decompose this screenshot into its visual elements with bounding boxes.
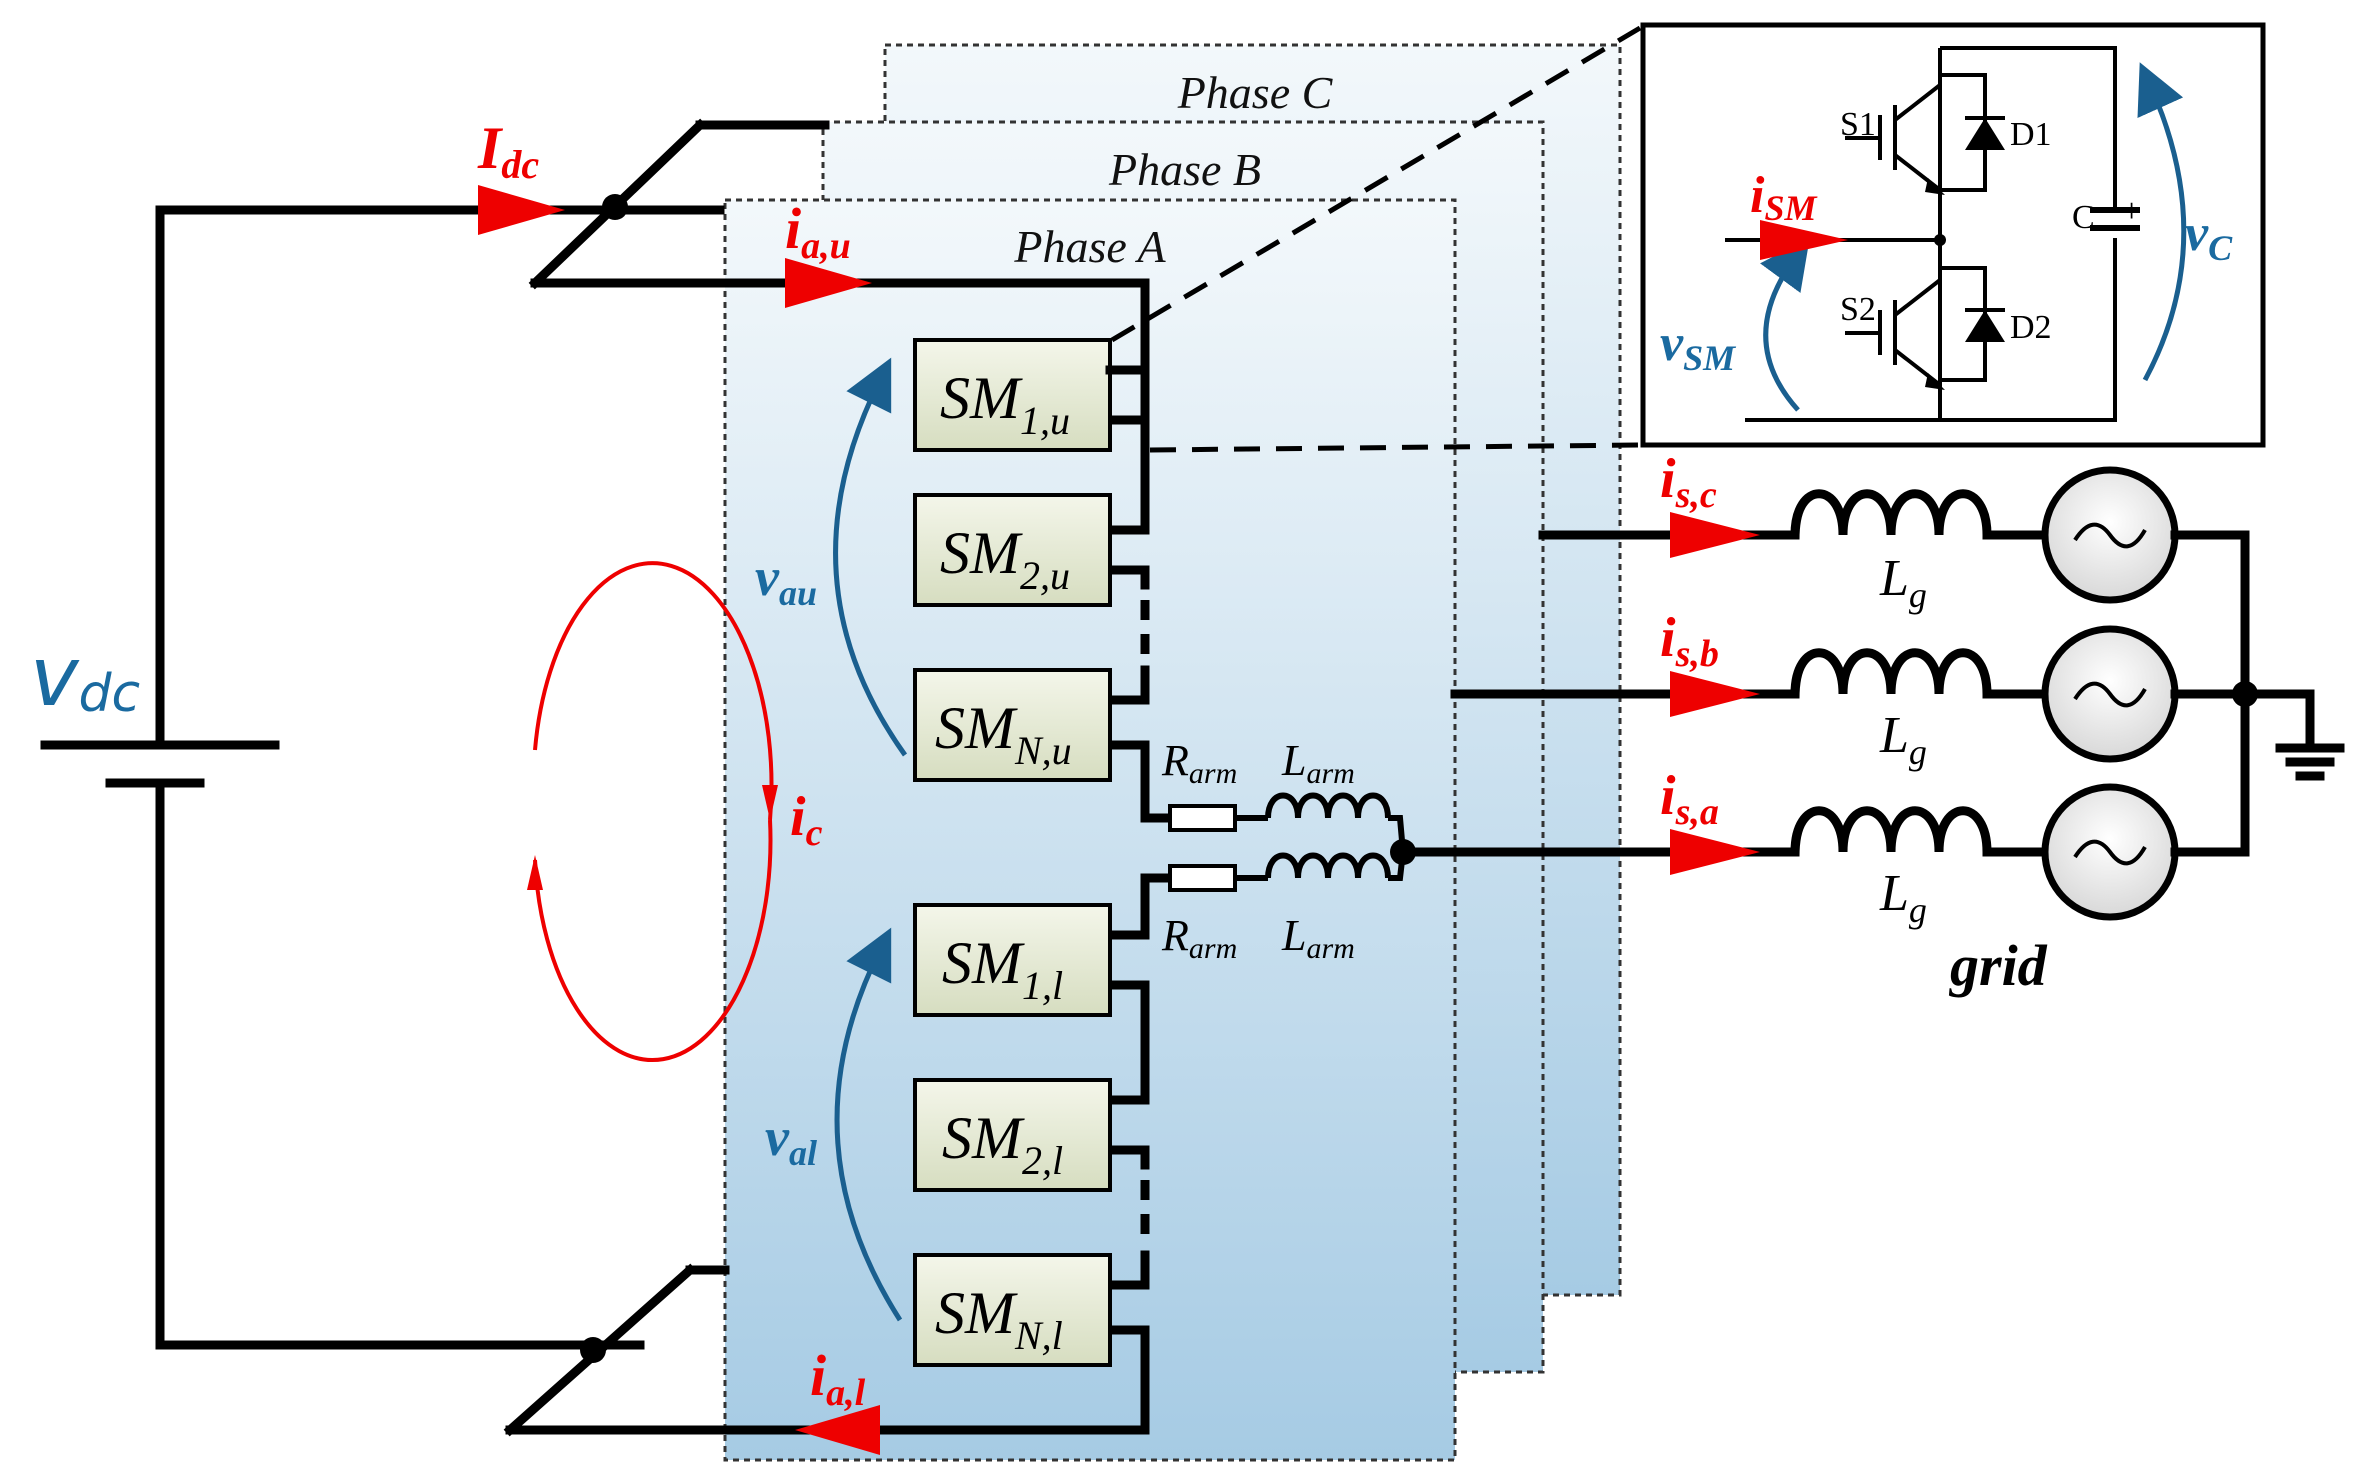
d2-label: D2 [2010, 309, 2052, 346]
rarm-upper-label: Rarm [1161, 736, 1237, 790]
iau-arrow [785, 258, 872, 308]
capacitor-plus: + [2122, 193, 2141, 230]
vau-arrow [833, 357, 908, 757]
s1-label: S1 [1840, 106, 1876, 143]
isa-label: is,a [1660, 765, 1719, 833]
isb-label: is,b [1660, 607, 1719, 675]
capacitor-label: C [2072, 199, 2095, 236]
isb-arrow [1670, 671, 1760, 717]
circulating-current-loop [527, 561, 778, 1062]
vdc-label: vdc [30, 630, 140, 725]
submodule-detail-box: S1 S2 D1 D2 C + [1640, 22, 2266, 448]
isc-arrow [1670, 512, 1760, 558]
upper-arm-impedance [1168, 792, 1406, 853]
ial-arrow [795, 1405, 880, 1455]
phase-c-label: Phase C [1177, 67, 1334, 118]
svg-text:SMN,l: SMN,l [935, 1280, 1063, 1358]
submodule-nl: SMN,l [913, 1253, 1112, 1367]
d1-label: D1 [2010, 116, 2052, 153]
svg-text:SM1,u: SM1,u [940, 365, 1070, 443]
isc-label: is,c [1660, 448, 1717, 516]
larm-upper-label: Larm [1281, 736, 1355, 790]
svg-text:SM2,l: SM2,l [942, 1105, 1063, 1183]
grid-label: grid [1948, 933, 2048, 998]
idc-arrow [478, 185, 565, 235]
submodule-1l: SM1,l [913, 903, 1112, 1017]
isa-arrow [1670, 829, 1760, 875]
lg-b-label: Lg [1879, 707, 1927, 772]
s2-label: S2 [1840, 291, 1876, 328]
val-arrow [834, 927, 903, 1322]
svg-text:SMN,u: SMN,u [935, 695, 1072, 773]
vc-label: vC [2185, 205, 2233, 268]
submodule-1u: SM1,u [913, 338, 1150, 452]
larm-lower-label: Larm [1281, 911, 1355, 965]
iau-label: ia,u [785, 196, 851, 267]
phase-a-label: Phase A [1013, 221, 1166, 272]
zoom-line-top [1110, 25, 1642, 343]
ic-label: ic [790, 786, 823, 854]
submodule-2l: SM2,l [913, 1078, 1112, 1192]
lg-a-label: Lg [1879, 865, 1927, 930]
dc-source [40, 205, 645, 1350]
rarm-lower-label: Rarm [1161, 911, 1237, 965]
svg-text:SM2,u: SM2,u [940, 520, 1070, 598]
ac-sources [2041, 466, 2345, 921]
phase-b-label: Phase B [1108, 144, 1261, 195]
vsm-label: vSM [1660, 315, 1737, 378]
idc-label: Idc [477, 115, 539, 187]
val-label: val [765, 1107, 817, 1173]
ial-label: ia,l [810, 1343, 866, 1414]
ism-label: iSM [1750, 167, 1818, 228]
lower-arm-wiring [1107, 873, 1175, 1335]
grid-inductors [1790, 489, 2050, 857]
submodule-2u: SM2,u [913, 493, 1112, 607]
submodule-nu: SMN,u [913, 668, 1112, 782]
lg-c-label: Lg [1879, 550, 1927, 615]
vau-label: vau [755, 547, 817, 613]
svg-text:SM1,l: SM1,l [942, 930, 1063, 1008]
